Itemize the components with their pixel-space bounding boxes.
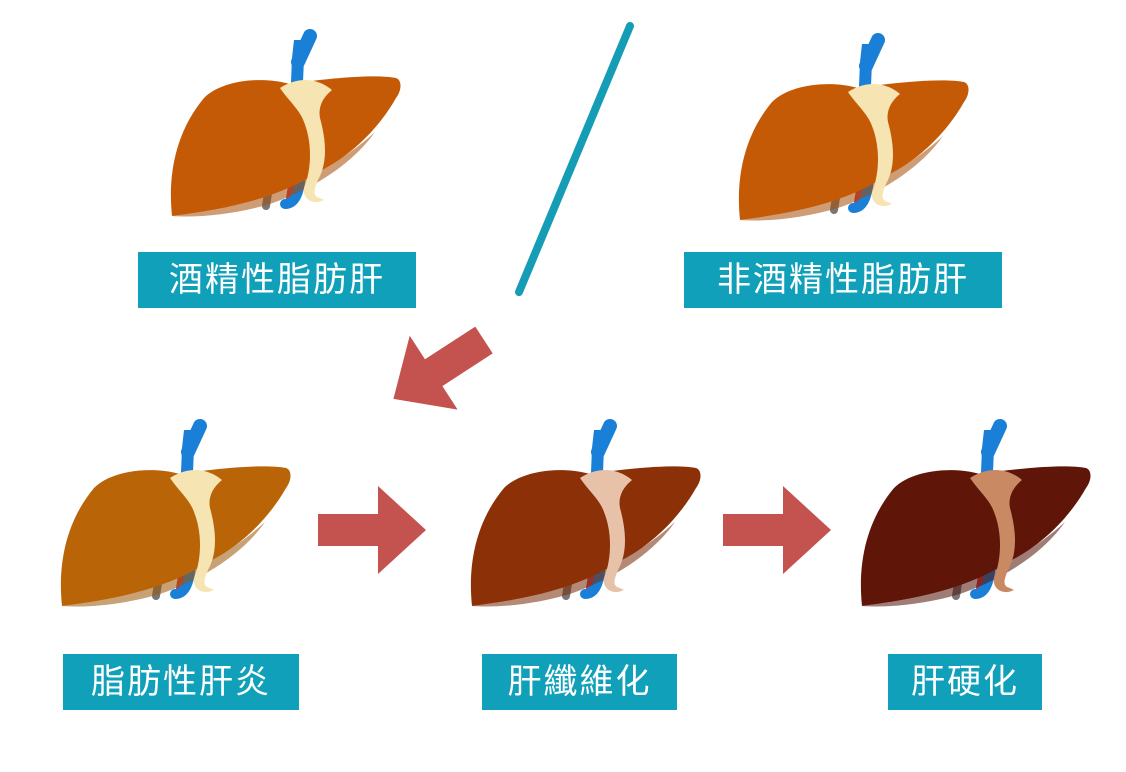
- liver-icon: [739, 40, 969, 221]
- label-non-alcoholic-fatty-liver: 非酒精性脂肪肝: [684, 252, 1002, 308]
- label-liver-fibrosis: 肝纖維化: [482, 654, 677, 710]
- arrow-down-left-icon: [369, 303, 508, 436]
- label-fatty-hepatitis: 脂肪性肝炎: [63, 654, 299, 710]
- label-alcoholic-fatty-liver: 酒精性脂肪肝: [138, 252, 416, 308]
- liver-icon: [861, 426, 1091, 607]
- slash-divider: [515, 22, 634, 296]
- liver-icon: [171, 36, 401, 217]
- label-cirrhosis: 肝硬化: [888, 654, 1042, 710]
- arrow-right-icon: [318, 486, 426, 574]
- liver-icon: [471, 426, 701, 607]
- arrow-right-icon: [723, 486, 831, 574]
- liver-icon: [61, 426, 291, 607]
